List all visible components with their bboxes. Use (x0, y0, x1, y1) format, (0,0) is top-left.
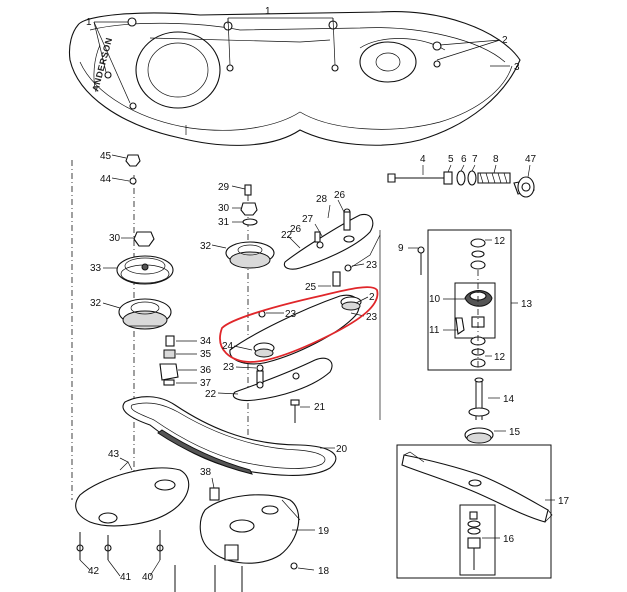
callout-35: 35 (200, 349, 212, 360)
callout-37: 37 (200, 378, 212, 389)
callout-10: 10 (429, 294, 441, 305)
callout-33: 33 (90, 263, 102, 274)
callout-23d: 23 (223, 362, 235, 373)
callout-28: 28 (316, 194, 328, 205)
callout-16: 16 (503, 534, 515, 545)
callout-23a: 23 (366, 260, 378, 271)
deck-leaders (93, 17, 510, 104)
callout-1a: 1 (86, 17, 92, 28)
callout-30b: 30 (218, 203, 230, 214)
callout-44: 44 (100, 174, 112, 185)
callout-18: 18 (318, 566, 330, 577)
right-shaft-assembly (387, 164, 535, 198)
callout-labels: 1 1 2 3 45 44 4 5 6 7 8 47 29 30 31 32 3… (86, 6, 570, 583)
callout-22b: 22 (205, 389, 217, 400)
callout-3: 3 (514, 62, 520, 73)
callout-8: 8 (493, 154, 499, 165)
callout-24: 24 (222, 341, 234, 352)
callout-5: 5 (448, 154, 454, 165)
callout-2b: 2 (369, 292, 375, 303)
callout-34: 34 (200, 336, 212, 347)
left-spindle-parts (159, 335, 197, 386)
callout-23b: 23 (285, 309, 297, 320)
center-pulley-stack (211, 184, 275, 269)
drive-belt-20 (122, 396, 337, 476)
callout-25: 25 (305, 282, 317, 293)
callout-45: 45 (100, 151, 112, 162)
callout-26b: 26 (334, 190, 346, 201)
callout-29: 29 (218, 182, 230, 193)
callout-36: 36 (200, 365, 212, 376)
callout-7: 7 (472, 154, 478, 165)
callout-12b: 12 (494, 352, 506, 363)
blade-box (396, 444, 555, 579)
center-spindle-housing (174, 477, 315, 592)
lower-idler-arm (217, 357, 333, 402)
callout-12a: 12 (494, 236, 506, 247)
callout-6: 6 (461, 154, 467, 165)
callout-14: 14 (503, 394, 515, 405)
callout-11: 11 (429, 325, 440, 336)
callout-1b: 1 (265, 6, 271, 17)
callout-38: 38 (200, 467, 212, 478)
callout-15: 15 (509, 427, 521, 438)
upper-idler-arm (283, 199, 374, 287)
callout-30a: 30 (109, 233, 121, 244)
callout-31: 31 (218, 217, 230, 228)
spindle-shaft (464, 377, 506, 444)
callout-2a: 2 (502, 35, 508, 46)
right-spindle-box (408, 229, 518, 371)
callout-42: 42 (88, 566, 100, 577)
callout-21: 21 (314, 402, 326, 413)
bolt-21 (290, 399, 310, 423)
callout-17: 17 (558, 496, 570, 507)
nut-45-washer-44 (111, 154, 141, 185)
callout-9: 9 (398, 243, 404, 254)
callout-4: 4 (420, 154, 426, 165)
left-spindle-housing (75, 457, 190, 577)
callout-23c: 23 (366, 312, 378, 323)
callout-19: 19 (318, 526, 330, 537)
mower-deck: ANDERSON (68, 10, 521, 146)
callout-47: 47 (525, 154, 537, 165)
callout-32a: 32 (90, 298, 102, 309)
callout-32b: 32 (200, 241, 212, 252)
left-pulley-stack (102, 231, 174, 330)
red-highlight-outline (219, 286, 379, 363)
callout-26a: 26 (290, 224, 302, 235)
highlighted-idler-arm (219, 286, 379, 365)
callout-41: 41 (120, 572, 132, 583)
callout-40: 40 (142, 572, 154, 583)
connector-line (349, 234, 381, 269)
callout-13: 13 (521, 299, 533, 310)
callout-27: 27 (302, 214, 314, 225)
callout-20: 20 (336, 444, 348, 455)
callout-43: 43 (108, 449, 120, 460)
callout-22a: 22 (281, 230, 293, 241)
